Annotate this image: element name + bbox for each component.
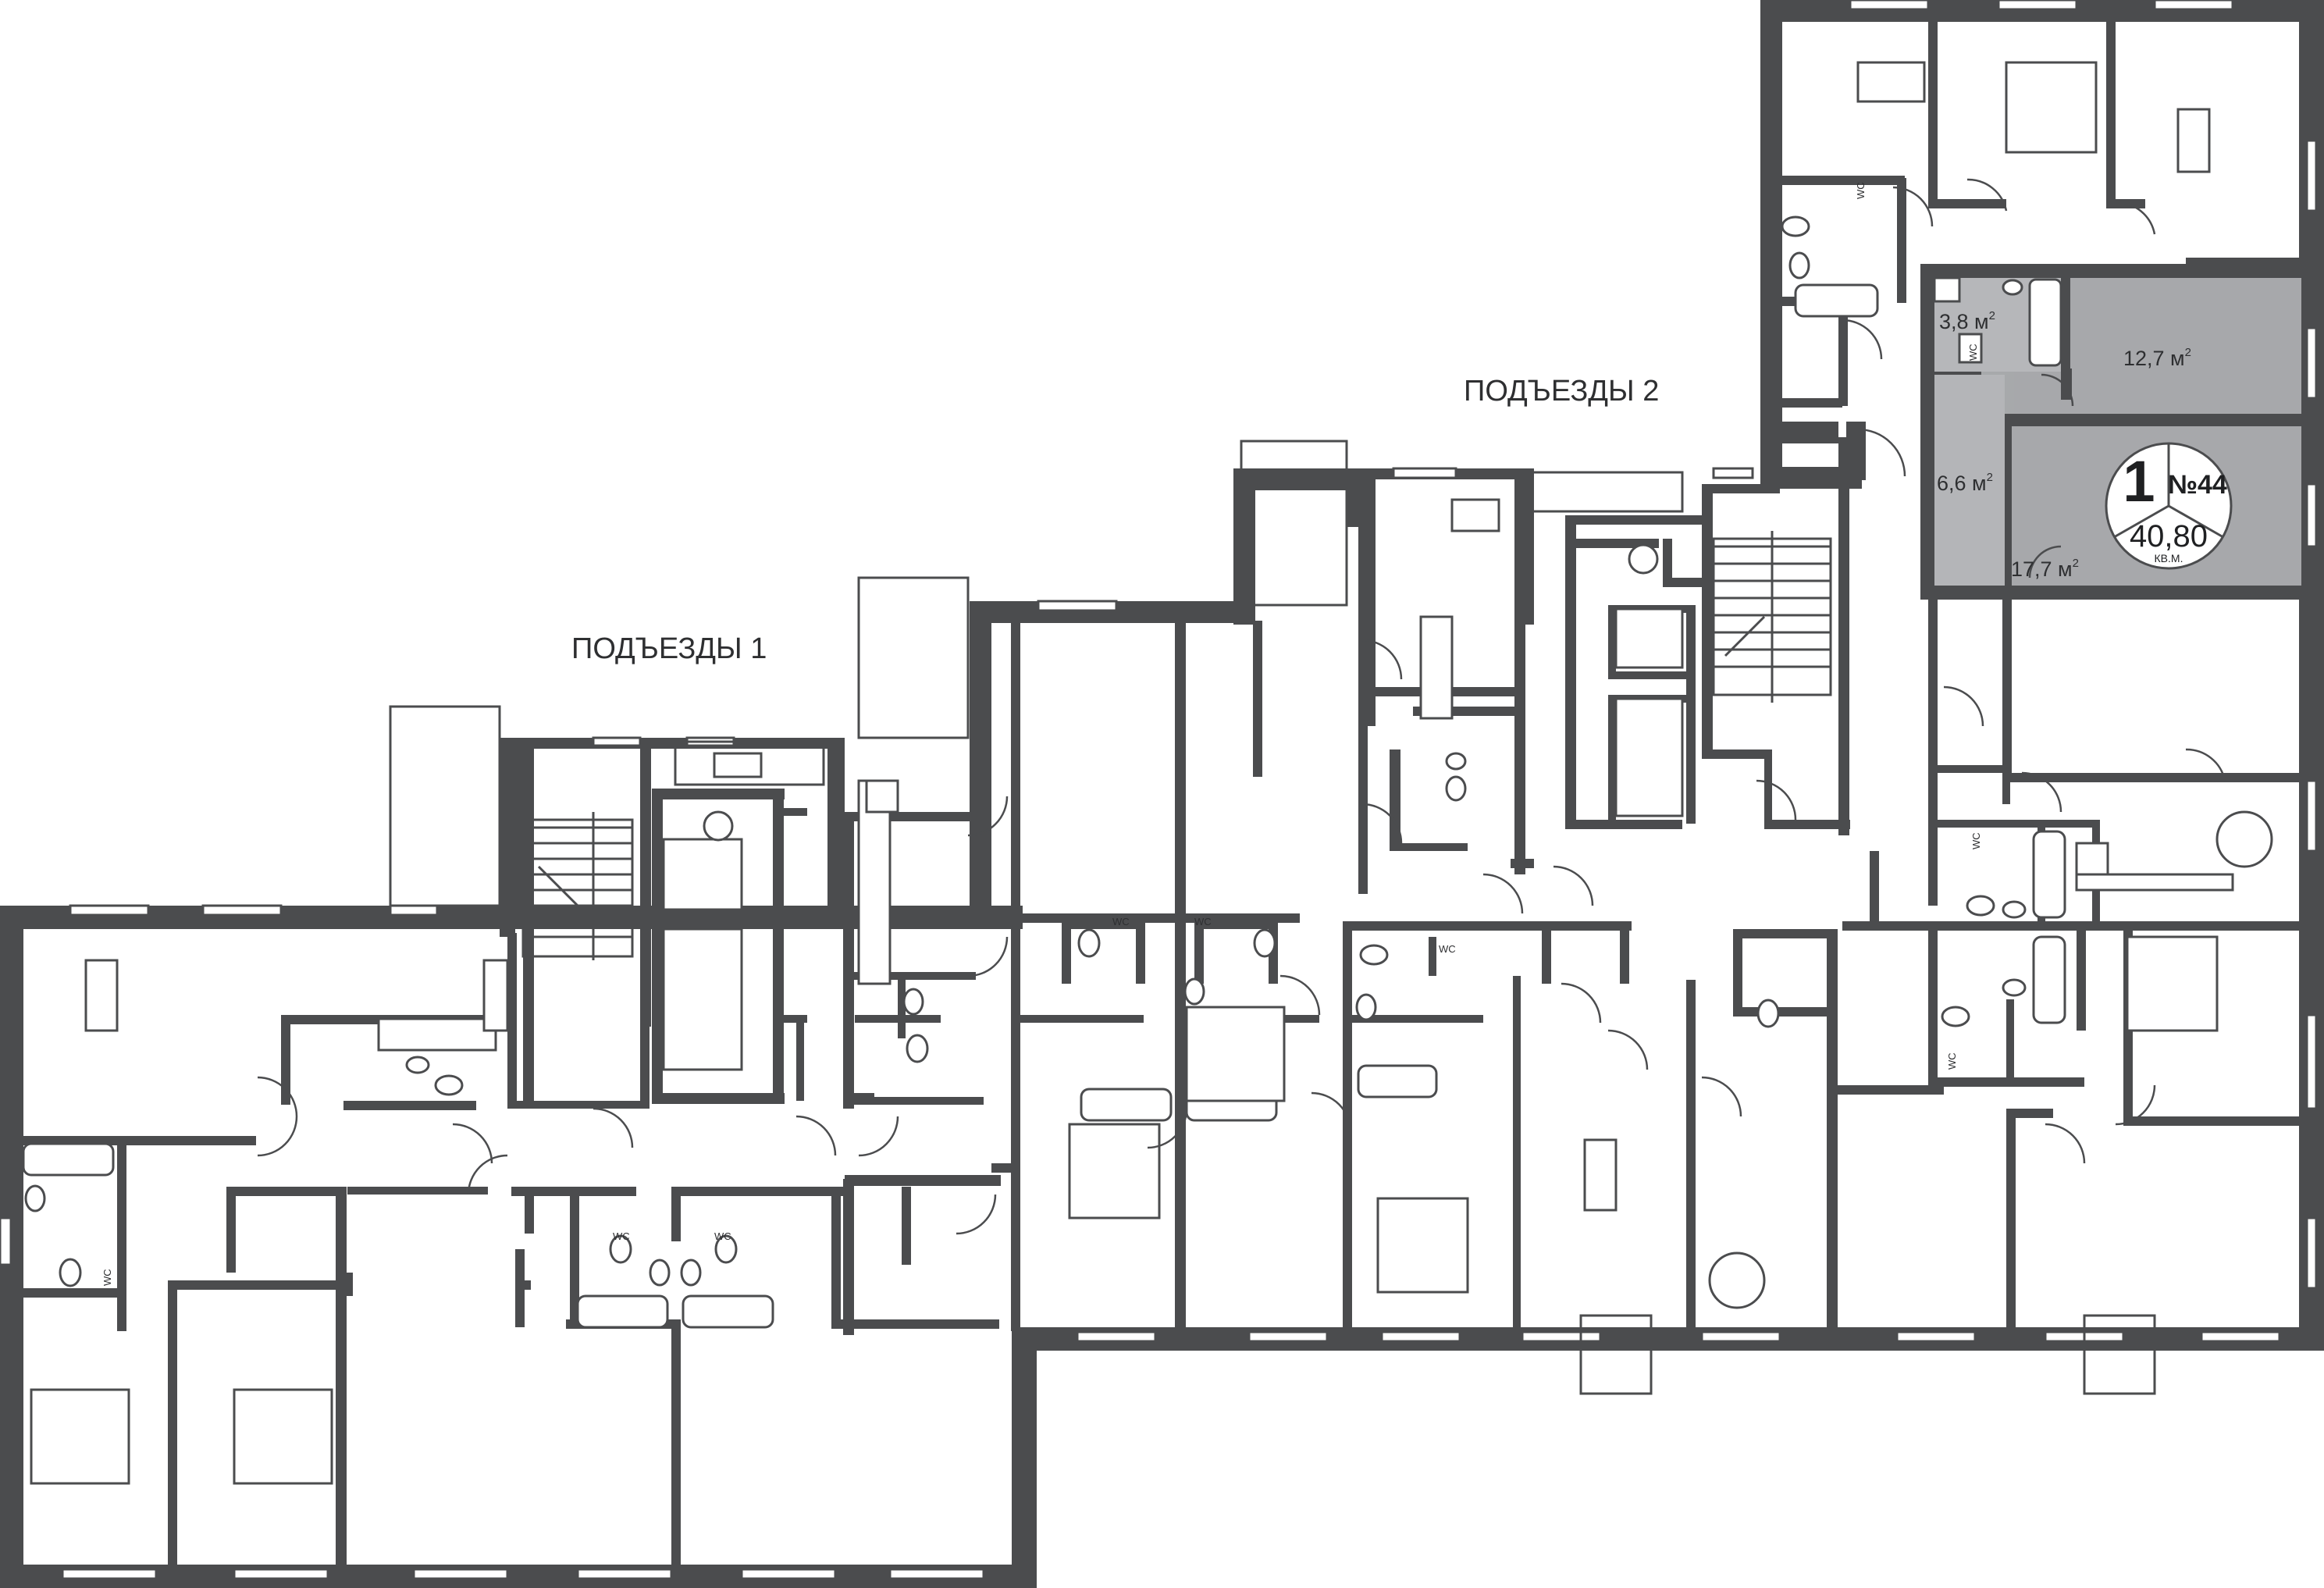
doors: [257, 178, 2226, 1235]
svg-text:WC: WC: [1946, 1052, 1958, 1070]
entrance-2-label: ПОДЪЕЗДЫ 2: [1464, 375, 1659, 408]
svg-text:WC: WC: [1439, 943, 1456, 955]
svg-text:WC: WC: [1967, 344, 1979, 361]
balconies: [389, 440, 2156, 1395]
apartment-total-area: 40,80: [2130, 519, 2208, 554]
staircase-2: [1712, 531, 1832, 703]
sinks: [24, 251, 2027, 1287]
room-area-living-sup: 2: [2073, 557, 2079, 570]
room-area-bath-sup: 2: [1989, 309, 1995, 322]
svg-text:WC: WC: [1112, 916, 1130, 928]
entrance-1-label: ПОДЪЕЗДЫ 1: [571, 632, 767, 665]
svg-text:WC: WC: [1970, 832, 1982, 849]
apartment-area-unit: КВ.М.: [2155, 552, 2183, 564]
svg-text:12,7 м2: 12,7 м2: [2123, 346, 2191, 370]
apartment-number: №44: [2168, 470, 2227, 500]
toilets: [59, 215, 1995, 1287]
room-area-labels: 3,8 м2 12,7 м2 6,6 м2 17,7 м2: [1937, 309, 2191, 581]
bathtubs: [22, 283, 2066, 1329]
svg-text:17,7 м2: 17,7 м2: [2011, 557, 2079, 581]
apartment-rooms-count: 1: [2123, 449, 2155, 514]
staircase-1: [521, 812, 634, 960]
elevators: [662, 543, 1684, 1071]
svg-text:3,8 м2: 3,8 м2: [1939, 309, 1995, 333]
svg-text:WC: WC: [101, 1269, 113, 1286]
svg-text:WC: WC: [1194, 916, 1212, 928]
svg-text:6,6 м2: 6,6 м2: [1937, 471, 1993, 495]
beds: [30, 61, 2219, 1485]
room-area-hall-sup: 2: [1987, 471, 1993, 484]
svg-text:WC: WC: [714, 1230, 731, 1242]
tables: [84, 61, 2273, 1309]
room-area-kitchen-sup: 2: [2185, 346, 2191, 359]
apartment-badge[interactable]: 1 №44 40,80 КВ.М.: [2105, 442, 2233, 570]
room-area-hall: 6,6 м: [1937, 472, 1987, 495]
kitchen-counters: [377, 615, 2234, 1052]
wc-labels: WC WC WC WC WC WC WC WC WC WC: [101, 182, 1982, 1286]
room-area-kitchen: 12,7 м: [2123, 347, 2185, 370]
room-area-bath: 3,8 м: [1939, 310, 1989, 333]
room-area-living: 17,7 м: [2011, 557, 2073, 581]
svg-text:WC: WC: [613, 1230, 630, 1242]
svg-text:WC: WC: [1855, 182, 1867, 199]
